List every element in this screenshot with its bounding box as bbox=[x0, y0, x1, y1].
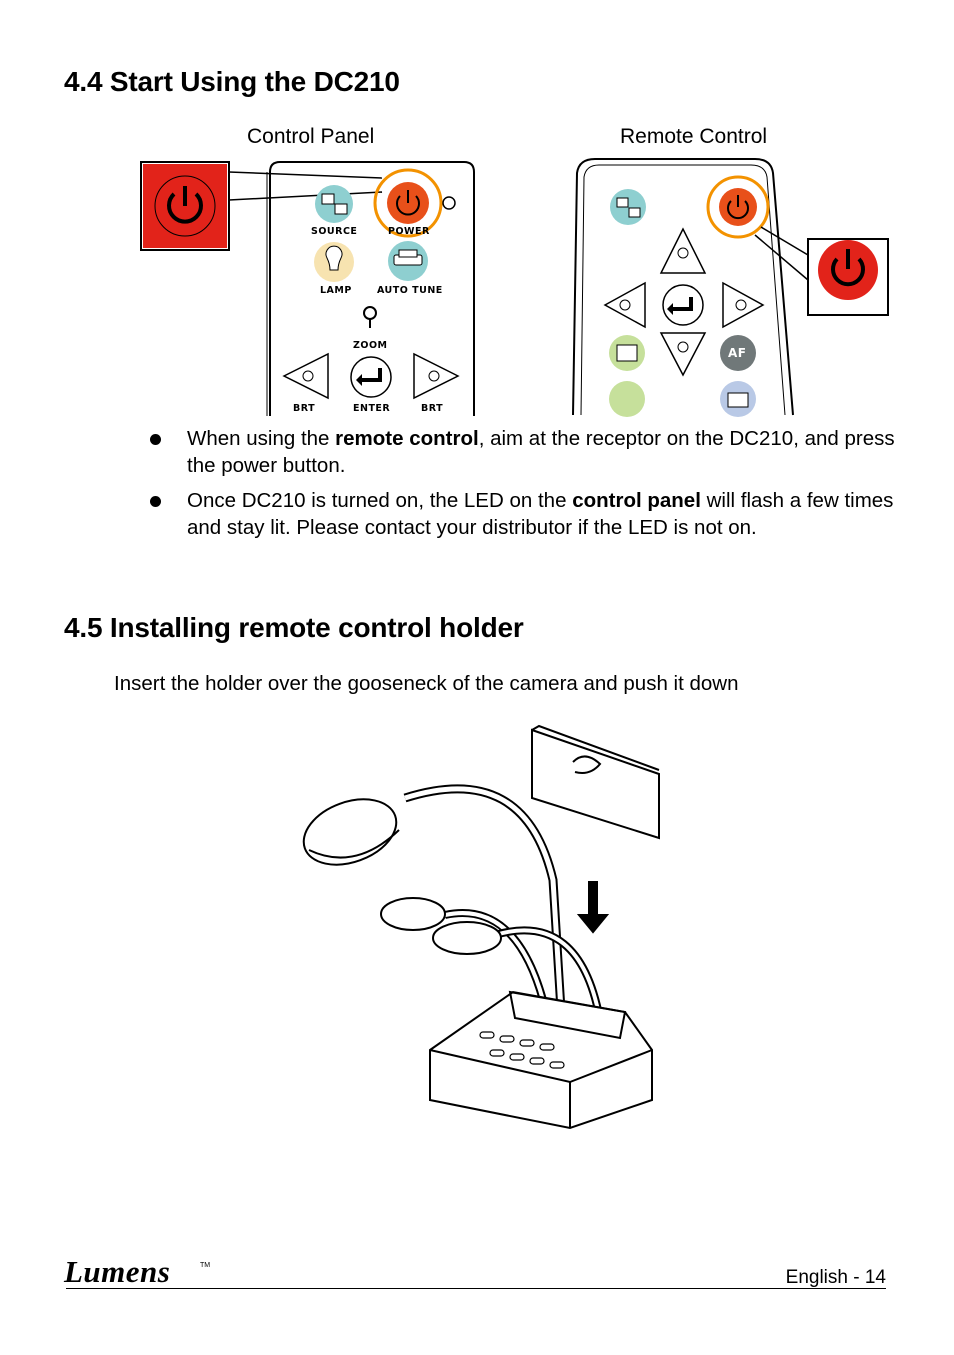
remote-control-caption: Remote Control bbox=[620, 125, 768, 148]
remote-brt-minus-icon bbox=[603, 281, 646, 329]
auto-tune-label: AUTO TUNE bbox=[377, 285, 443, 296]
footer-rule bbox=[66, 1288, 886, 1289]
brt-minus-label: BRT bbox=[293, 403, 316, 414]
trademark-mark: TM bbox=[200, 1262, 211, 1269]
bullet-list: When using the remote control, aim at th… bbox=[150, 425, 895, 549]
brt-plus-icon bbox=[413, 352, 460, 400]
led-indicator bbox=[442, 196, 456, 210]
remote-enter-icon bbox=[662, 284, 704, 326]
document-camera-illustration bbox=[302, 724, 660, 1130]
remote-freeze-icon bbox=[609, 381, 645, 417]
remote-brt-plus-icon bbox=[722, 281, 765, 329]
remote-power-highlight bbox=[706, 175, 770, 239]
brt-minus-icon bbox=[282, 352, 329, 400]
power-label: POWER bbox=[388, 226, 430, 237]
bullet-dot bbox=[150, 496, 161, 507]
af-label: AF bbox=[728, 346, 747, 360]
power-icon bbox=[167, 192, 203, 224]
remote-control-figure bbox=[572, 158, 889, 417]
bullet-item: When using the remote control, aim at th… bbox=[150, 425, 895, 479]
brt-plus-label: BRT bbox=[421, 403, 444, 414]
remote-af-button bbox=[720, 335, 756, 371]
lamp-label: LAMP bbox=[320, 285, 352, 296]
source-label: SOURCE bbox=[311, 226, 358, 237]
bullet-dot bbox=[150, 434, 161, 445]
enter-label: ENTER bbox=[353, 403, 391, 414]
power-highlight-ring bbox=[373, 168, 443, 238]
section-heading-4-4: 4.4 Start Using the DC210 bbox=[64, 66, 400, 97]
enter-icon bbox=[350, 356, 392, 398]
zoom-icon bbox=[363, 306, 377, 320]
install-instruction: Insert the holder over the gooseneck of … bbox=[114, 672, 739, 695]
lumens-logo: Lumens bbox=[64, 1254, 171, 1289]
section-heading-4-5: 4.5 Installing remote control holder bbox=[64, 612, 524, 643]
remote-zoom-up-icon bbox=[659, 227, 707, 274]
bullet-item: Once DC210 is turned on, the LED on the … bbox=[150, 487, 895, 541]
control-panel-caption: Control Panel bbox=[247, 125, 375, 148]
control-panel-figure bbox=[140, 161, 475, 416]
remote-zoom-down-icon bbox=[659, 332, 707, 377]
page-number: English - 14 bbox=[785, 1267, 886, 1288]
zoom-label: ZOOM bbox=[353, 340, 388, 351]
